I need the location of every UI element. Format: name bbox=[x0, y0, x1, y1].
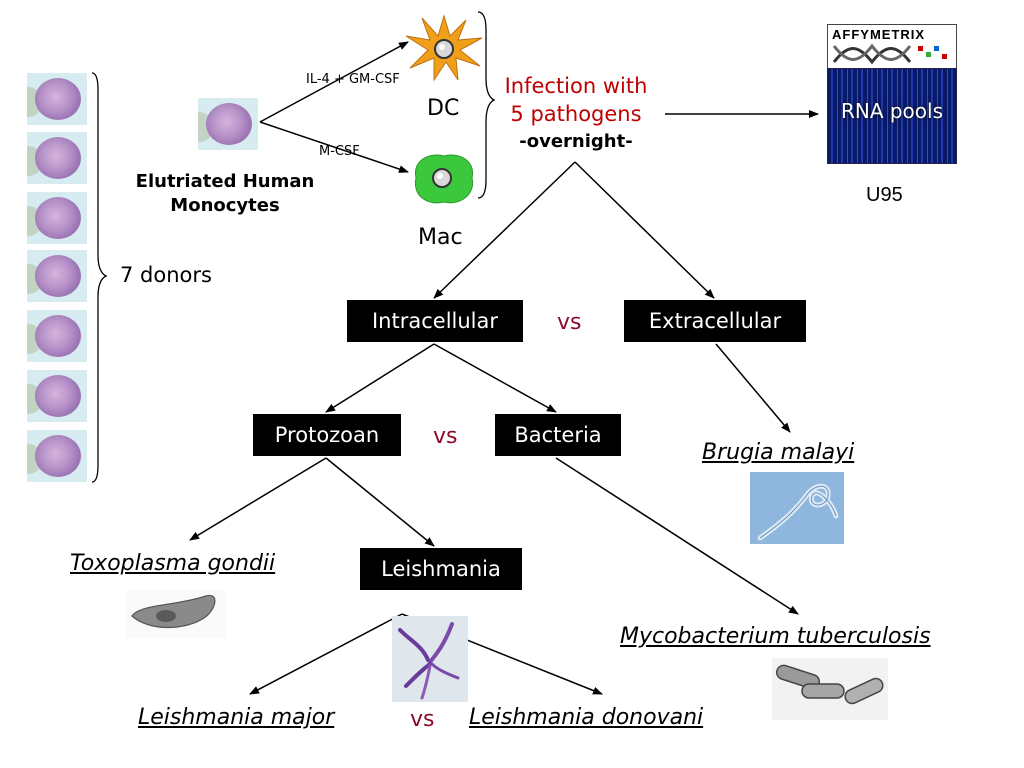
extracellular-box: Extracellular bbox=[624, 300, 806, 342]
arrow-to-mycobacterium bbox=[555, 457, 799, 615]
mycobacterium-image bbox=[772, 658, 888, 720]
leishmania-box: Leishmania bbox=[360, 548, 522, 590]
arrow-to-toxoplasma bbox=[189, 457, 327, 541]
brugia-label: Brugia malayi bbox=[702, 440, 855, 465]
donor-monocyte-image bbox=[27, 310, 87, 362]
donor-count-label: 7 donors bbox=[120, 263, 212, 287]
arrow-to-brugia bbox=[715, 343, 791, 433]
arrow-to-mac bbox=[259, 121, 409, 173]
brugia-image bbox=[750, 472, 844, 544]
monocyte-label-line1: Elutriated Human bbox=[135, 171, 315, 192]
arrow-to-leishmania bbox=[325, 457, 435, 547]
donor-monocyte-image bbox=[27, 192, 87, 244]
mac-condition-label: M-CSF bbox=[319, 144, 360, 159]
rna-pool-array-image: RNA pools bbox=[827, 68, 957, 164]
l-major-label: Leishmania major bbox=[138, 705, 335, 730]
dc-condition-label: IL-4 + GM-CSF bbox=[306, 72, 400, 87]
arrow-to-intracellular bbox=[433, 161, 576, 299]
monocyte-label: Elutriated Human Monocytes bbox=[120, 170, 330, 218]
donor-monocyte-image bbox=[27, 250, 87, 302]
arrow-to-dc bbox=[259, 41, 409, 123]
infection-brace bbox=[477, 11, 496, 199]
bacteria-box: Bacteria bbox=[495, 414, 621, 456]
mac-label: Mac bbox=[418, 225, 463, 250]
vs-intra-extra: vs bbox=[557, 310, 582, 335]
donor-monocyte-image bbox=[27, 430, 87, 482]
infection-label: Infection with 5 pathogens bbox=[490, 72, 662, 128]
elutriated-monocyte-image bbox=[198, 98, 258, 150]
macrophage-image bbox=[414, 154, 474, 204]
vs-protozoan-bacteria: vs bbox=[433, 424, 458, 449]
donor-monocyte-image bbox=[27, 73, 87, 125]
rna-pools-label: RNA pools bbox=[840, 99, 944, 123]
leishmania-image bbox=[392, 616, 468, 702]
affymetrix-helix-icon bbox=[832, 43, 947, 65]
arrow-to-protozoan bbox=[325, 343, 435, 413]
infection-duration: -overnight- bbox=[519, 131, 633, 152]
arrow-to-extracellular bbox=[574, 161, 715, 299]
infection-line1: Infection with bbox=[504, 74, 648, 98]
monocyte-label-line2: Monocytes bbox=[170, 195, 280, 216]
intracellular-box: Intracellular bbox=[347, 300, 523, 342]
l-donovani-label: Leishmania donovani bbox=[469, 705, 704, 730]
dc-label: DC bbox=[427, 96, 460, 121]
affymetrix-brand: AFFYMETRIX bbox=[832, 27, 926, 42]
mycobacterium-label: Mycobacterium tuberculosis bbox=[620, 624, 931, 649]
donor-monocyte-image bbox=[27, 370, 87, 422]
chip-label: U95 bbox=[866, 184, 903, 206]
infection-line2: 5 pathogens bbox=[510, 102, 642, 126]
arrow-to-bacteria bbox=[433, 343, 557, 413]
affymetrix-logo: AFFYMETRIX bbox=[827, 24, 957, 70]
dendritic-cell-image bbox=[405, 14, 483, 82]
donor-monocyte-image bbox=[27, 132, 87, 184]
toxoplasma-image bbox=[126, 590, 226, 638]
vs-major-donovani: vs bbox=[410, 707, 435, 732]
protozoan-box: Protozoan bbox=[253, 414, 401, 456]
toxoplasma-label: Toxoplasma gondii bbox=[70, 551, 276, 576]
arrow-to-l-major bbox=[249, 613, 403, 695]
donor-brace bbox=[91, 72, 108, 483]
